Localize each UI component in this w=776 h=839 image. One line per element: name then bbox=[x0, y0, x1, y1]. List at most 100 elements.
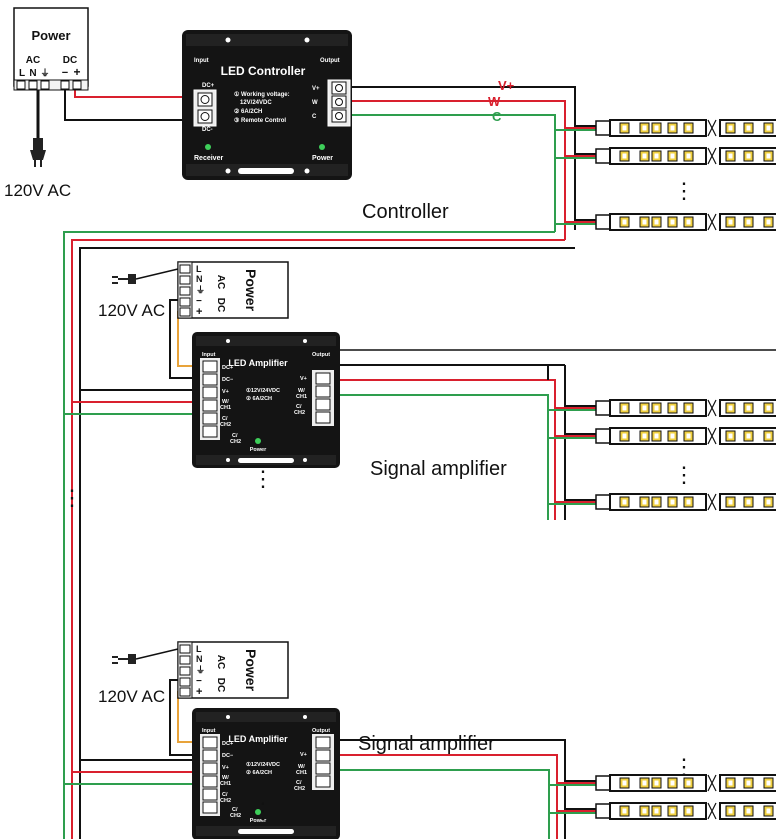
svg-text:CH1: CH1 bbox=[220, 781, 231, 787]
led-strip bbox=[595, 427, 776, 445]
led-strip bbox=[595, 493, 776, 511]
ellipsis-amp1: ⋮ bbox=[252, 466, 274, 491]
svg-text:AC: AC bbox=[26, 55, 40, 66]
svg-text:DC−: DC− bbox=[222, 753, 233, 759]
svg-text:CH2: CH2 bbox=[294, 786, 305, 792]
wire-psu-top-plus bbox=[74, 86, 194, 98]
led-strip bbox=[595, 774, 776, 792]
svg-text:C/: C/ bbox=[222, 416, 228, 422]
mains-plug-top-icon bbox=[30, 138, 46, 167]
svg-text:CH2: CH2 bbox=[230, 439, 241, 445]
svg-text:DC+: DC+ bbox=[222, 741, 233, 747]
power-supply-top: Power AC DC L N ⏚ − + bbox=[13, 7, 89, 91]
svg-text:DC-: DC- bbox=[202, 127, 213, 133]
svg-text:C/: C/ bbox=[232, 807, 238, 813]
led-strip bbox=[595, 119, 776, 137]
svg-text:CH2: CH2 bbox=[220, 422, 231, 428]
led-amplifier-2: LED Amplifier Input Output DC+ DC− V+ W/… bbox=[192, 708, 340, 839]
psu-bottom-title: Power bbox=[243, 649, 259, 692]
svg-text:−: − bbox=[196, 676, 202, 687]
svg-text:CH2: CH2 bbox=[294, 410, 305, 416]
svg-text:CH1: CH1 bbox=[296, 394, 307, 400]
svg-text:V+: V+ bbox=[222, 765, 229, 771]
wire-label-c: C bbox=[492, 109, 502, 124]
svg-text:CH1: CH1 bbox=[220, 405, 231, 411]
svg-text:Power: Power bbox=[250, 447, 267, 453]
svg-text:L: L bbox=[19, 68, 25, 79]
bus-red bbox=[71, 239, 565, 839]
psu-mid-title: Power bbox=[243, 269, 259, 312]
ellipsis-strips-mid: ⋮ bbox=[673, 462, 695, 487]
svg-text:W/: W/ bbox=[298, 388, 305, 394]
wire-label-vplus: V+ bbox=[498, 78, 515, 93]
led-strip bbox=[595, 802, 776, 820]
wire-psu-top-minus bbox=[64, 86, 194, 121]
caption-controller: Controller bbox=[362, 201, 449, 223]
amp1-title: LED Amplifier bbox=[228, 358, 288, 368]
svg-text:−: − bbox=[196, 296, 202, 307]
svg-text:AC: AC bbox=[215, 655, 226, 669]
svg-text:+: + bbox=[73, 65, 80, 79]
svg-text:+: + bbox=[196, 686, 202, 698]
svg-text:DC+: DC+ bbox=[222, 365, 233, 371]
wires bbox=[36, 86, 776, 839]
mains-plug-bottom-icon bbox=[112, 648, 179, 664]
amp2-title: LED Amplifier bbox=[228, 734, 288, 744]
svg-text:Output: Output bbox=[312, 352, 330, 358]
svg-text:V+: V+ bbox=[222, 389, 229, 395]
led-amplifier-1: LED Amplifier Input Output DC+ DC− V+ W/… bbox=[192, 332, 340, 468]
led-strip bbox=[595, 399, 776, 417]
svg-text:DC+: DC+ bbox=[202, 83, 215, 89]
svg-text:Receiver: Receiver bbox=[194, 155, 223, 162]
svg-text:CH2: CH2 bbox=[220, 798, 231, 804]
svg-text:DC: DC bbox=[63, 55, 77, 66]
svg-text:⏚: ⏚ bbox=[40, 68, 49, 78]
svg-text:W/: W/ bbox=[222, 399, 229, 405]
svg-text:Power: Power bbox=[250, 818, 267, 824]
ellipsis-amp2: ⋮ bbox=[252, 798, 274, 823]
wire-label-w: W bbox=[488, 94, 501, 109]
svg-text:DC−: DC− bbox=[222, 377, 233, 383]
svg-text:⏚: ⏚ bbox=[196, 665, 205, 675]
mains-label-bottom: 120V AC bbox=[98, 687, 165, 706]
mains-plug-mid-icon bbox=[112, 268, 179, 284]
svg-text:Input: Input bbox=[202, 352, 216, 358]
svg-text:W/: W/ bbox=[298, 764, 305, 770]
svg-text:W: W bbox=[312, 100, 318, 106]
svg-text:V+: V+ bbox=[312, 86, 320, 92]
svg-text:V+: V+ bbox=[300, 752, 307, 758]
mains-label-top: 120V AC bbox=[4, 181, 71, 200]
svg-text:N: N bbox=[29, 68, 36, 79]
controller-title: LED Controller bbox=[221, 64, 306, 78]
svg-text:② 6A/2CH: ② 6A/2CH bbox=[246, 395, 272, 402]
svg-text:DC: DC bbox=[215, 298, 226, 312]
ellipsis-strips-top: ⋮ bbox=[673, 178, 695, 203]
ellipsis-strips-bottom: ⋮ bbox=[673, 754, 695, 779]
svg-text:N: N bbox=[196, 274, 203, 284]
psu-top-title: Power bbox=[31, 28, 70, 43]
mains-label-mid: 120V AC bbox=[98, 301, 165, 320]
led-controller: LED Controller Input Output DC+ DC- ① Wo… bbox=[182, 30, 352, 180]
svg-text:W/: W/ bbox=[222, 775, 229, 781]
svg-text:② 6A/2CH: ② 6A/2CH bbox=[234, 108, 262, 115]
svg-text:Input: Input bbox=[194, 58, 209, 64]
wire-ctrl-c bbox=[352, 114, 556, 232]
svg-text:CH2: CH2 bbox=[230, 813, 241, 819]
svg-text:N: N bbox=[196, 654, 203, 664]
led-strip bbox=[595, 213, 776, 231]
svg-text:+: + bbox=[196, 306, 202, 318]
svg-text:Output: Output bbox=[312, 728, 330, 734]
svg-text:AC: AC bbox=[215, 275, 226, 289]
svg-text:L: L bbox=[196, 644, 202, 654]
svg-text:Input: Input bbox=[202, 728, 216, 734]
svg-text:C/: C/ bbox=[232, 433, 238, 439]
bus-green bbox=[63, 231, 555, 839]
wire-ctrl-vplus bbox=[352, 86, 576, 230]
svg-text:② 6A/2CH: ② 6A/2CH bbox=[246, 769, 272, 776]
led-strip bbox=[595, 147, 776, 165]
svg-text:Output: Output bbox=[320, 58, 340, 64]
power-supply-mid: Power AC DC L N ⏚ − + bbox=[177, 261, 289, 319]
bus-black bbox=[79, 247, 575, 839]
svg-text:12V/24VDC: 12V/24VDC bbox=[240, 100, 272, 106]
caption-amplifier-1: Signal amplifier bbox=[370, 458, 507, 480]
